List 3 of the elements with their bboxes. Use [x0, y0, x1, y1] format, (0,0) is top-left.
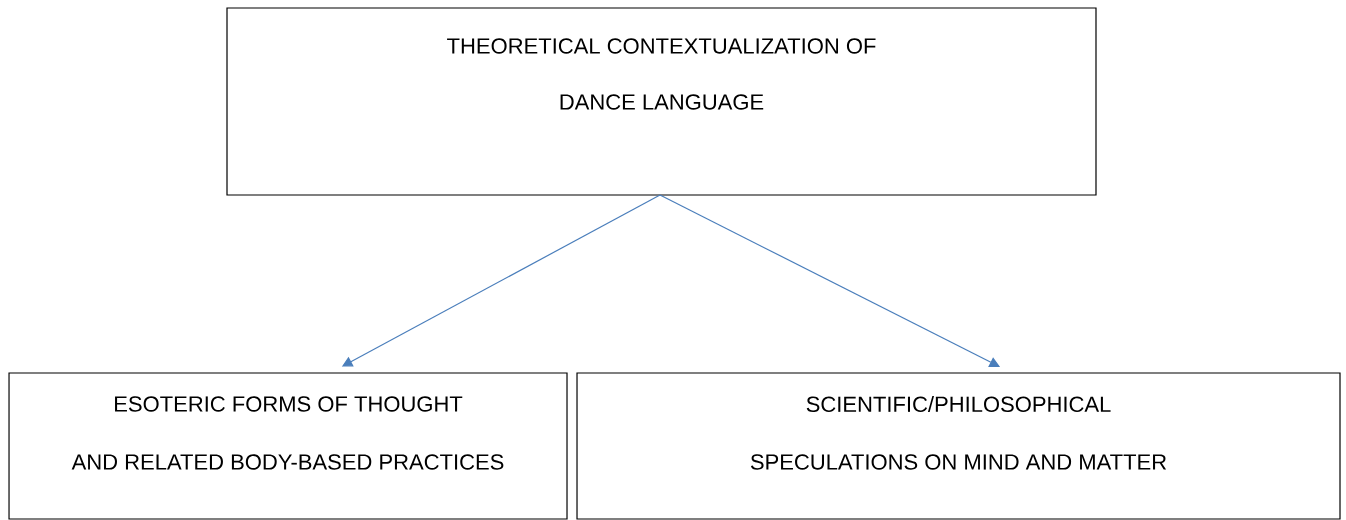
text-box: SCIENTIFIC/PHILOSOPHICAL SPECULATIONS ON MIND AND MATTER	[576, 372, 1341, 520]
text-box: ESOTERIC FORMS OF THOUGHT AND RELATED BODY-BASED PRACTICES	[8, 372, 568, 520]
text-box: THEORETICAL CONTEXTUALIZATION OF DANCE LANGUAGE	[226, 7, 1097, 196]
